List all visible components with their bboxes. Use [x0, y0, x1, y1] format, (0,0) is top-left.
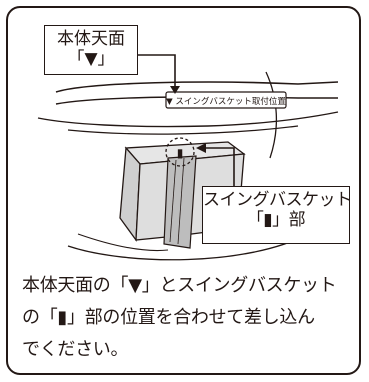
basket-bottom-curve	[67, 233, 309, 261]
top-label-line1: 本体天面	[57, 29, 125, 49]
marker-glyph: ▮	[177, 146, 184, 160]
basket-label-line1: スイングバスケット	[203, 190, 352, 210]
basket-inner-curve	[77, 233, 169, 251]
instruction-panel: ▼ スイングバスケット取付位置 ▮ 本体天面 「▼」 スイングバスケット 「▮」…	[6, 6, 361, 375]
marker-highlight-circle	[165, 137, 195, 167]
basket-label-box: スイングバスケット 「▮」部	[202, 186, 352, 244]
power-cord	[265, 71, 278, 159]
caption-line2: の「▮」部の位置を合わせて差し込ん	[22, 307, 315, 328]
caption-line1: 本体天面の「▼」とスイングバスケット	[22, 275, 337, 296]
basket-label-line2: 「▮」部	[246, 209, 306, 230]
body-rim	[55, 81, 339, 93]
instruction-caption: 本体天面の「▼」とスイングバスケット の「▮」部の位置を合わせて差し込ん でくだ…	[22, 270, 357, 366]
leader-bottom	[200, 147, 235, 186]
leader-bottom-arrow	[196, 143, 206, 153]
top-label-box: 本体天面 「▼」	[44, 25, 138, 75]
leader-top	[138, 54, 176, 92]
slot-plate	[165, 91, 287, 109]
top-label-line2: 「▼」	[67, 48, 115, 69]
body-curve	[37, 111, 339, 128]
slot-plate-text: ▼ スイングバスケット取付位置	[166, 96, 286, 107]
leader-top-arrow	[170, 86, 180, 94]
basket-fin	[163, 155, 197, 249]
caption-line3: でください。	[22, 339, 129, 360]
body-lower-edge	[67, 125, 299, 135]
